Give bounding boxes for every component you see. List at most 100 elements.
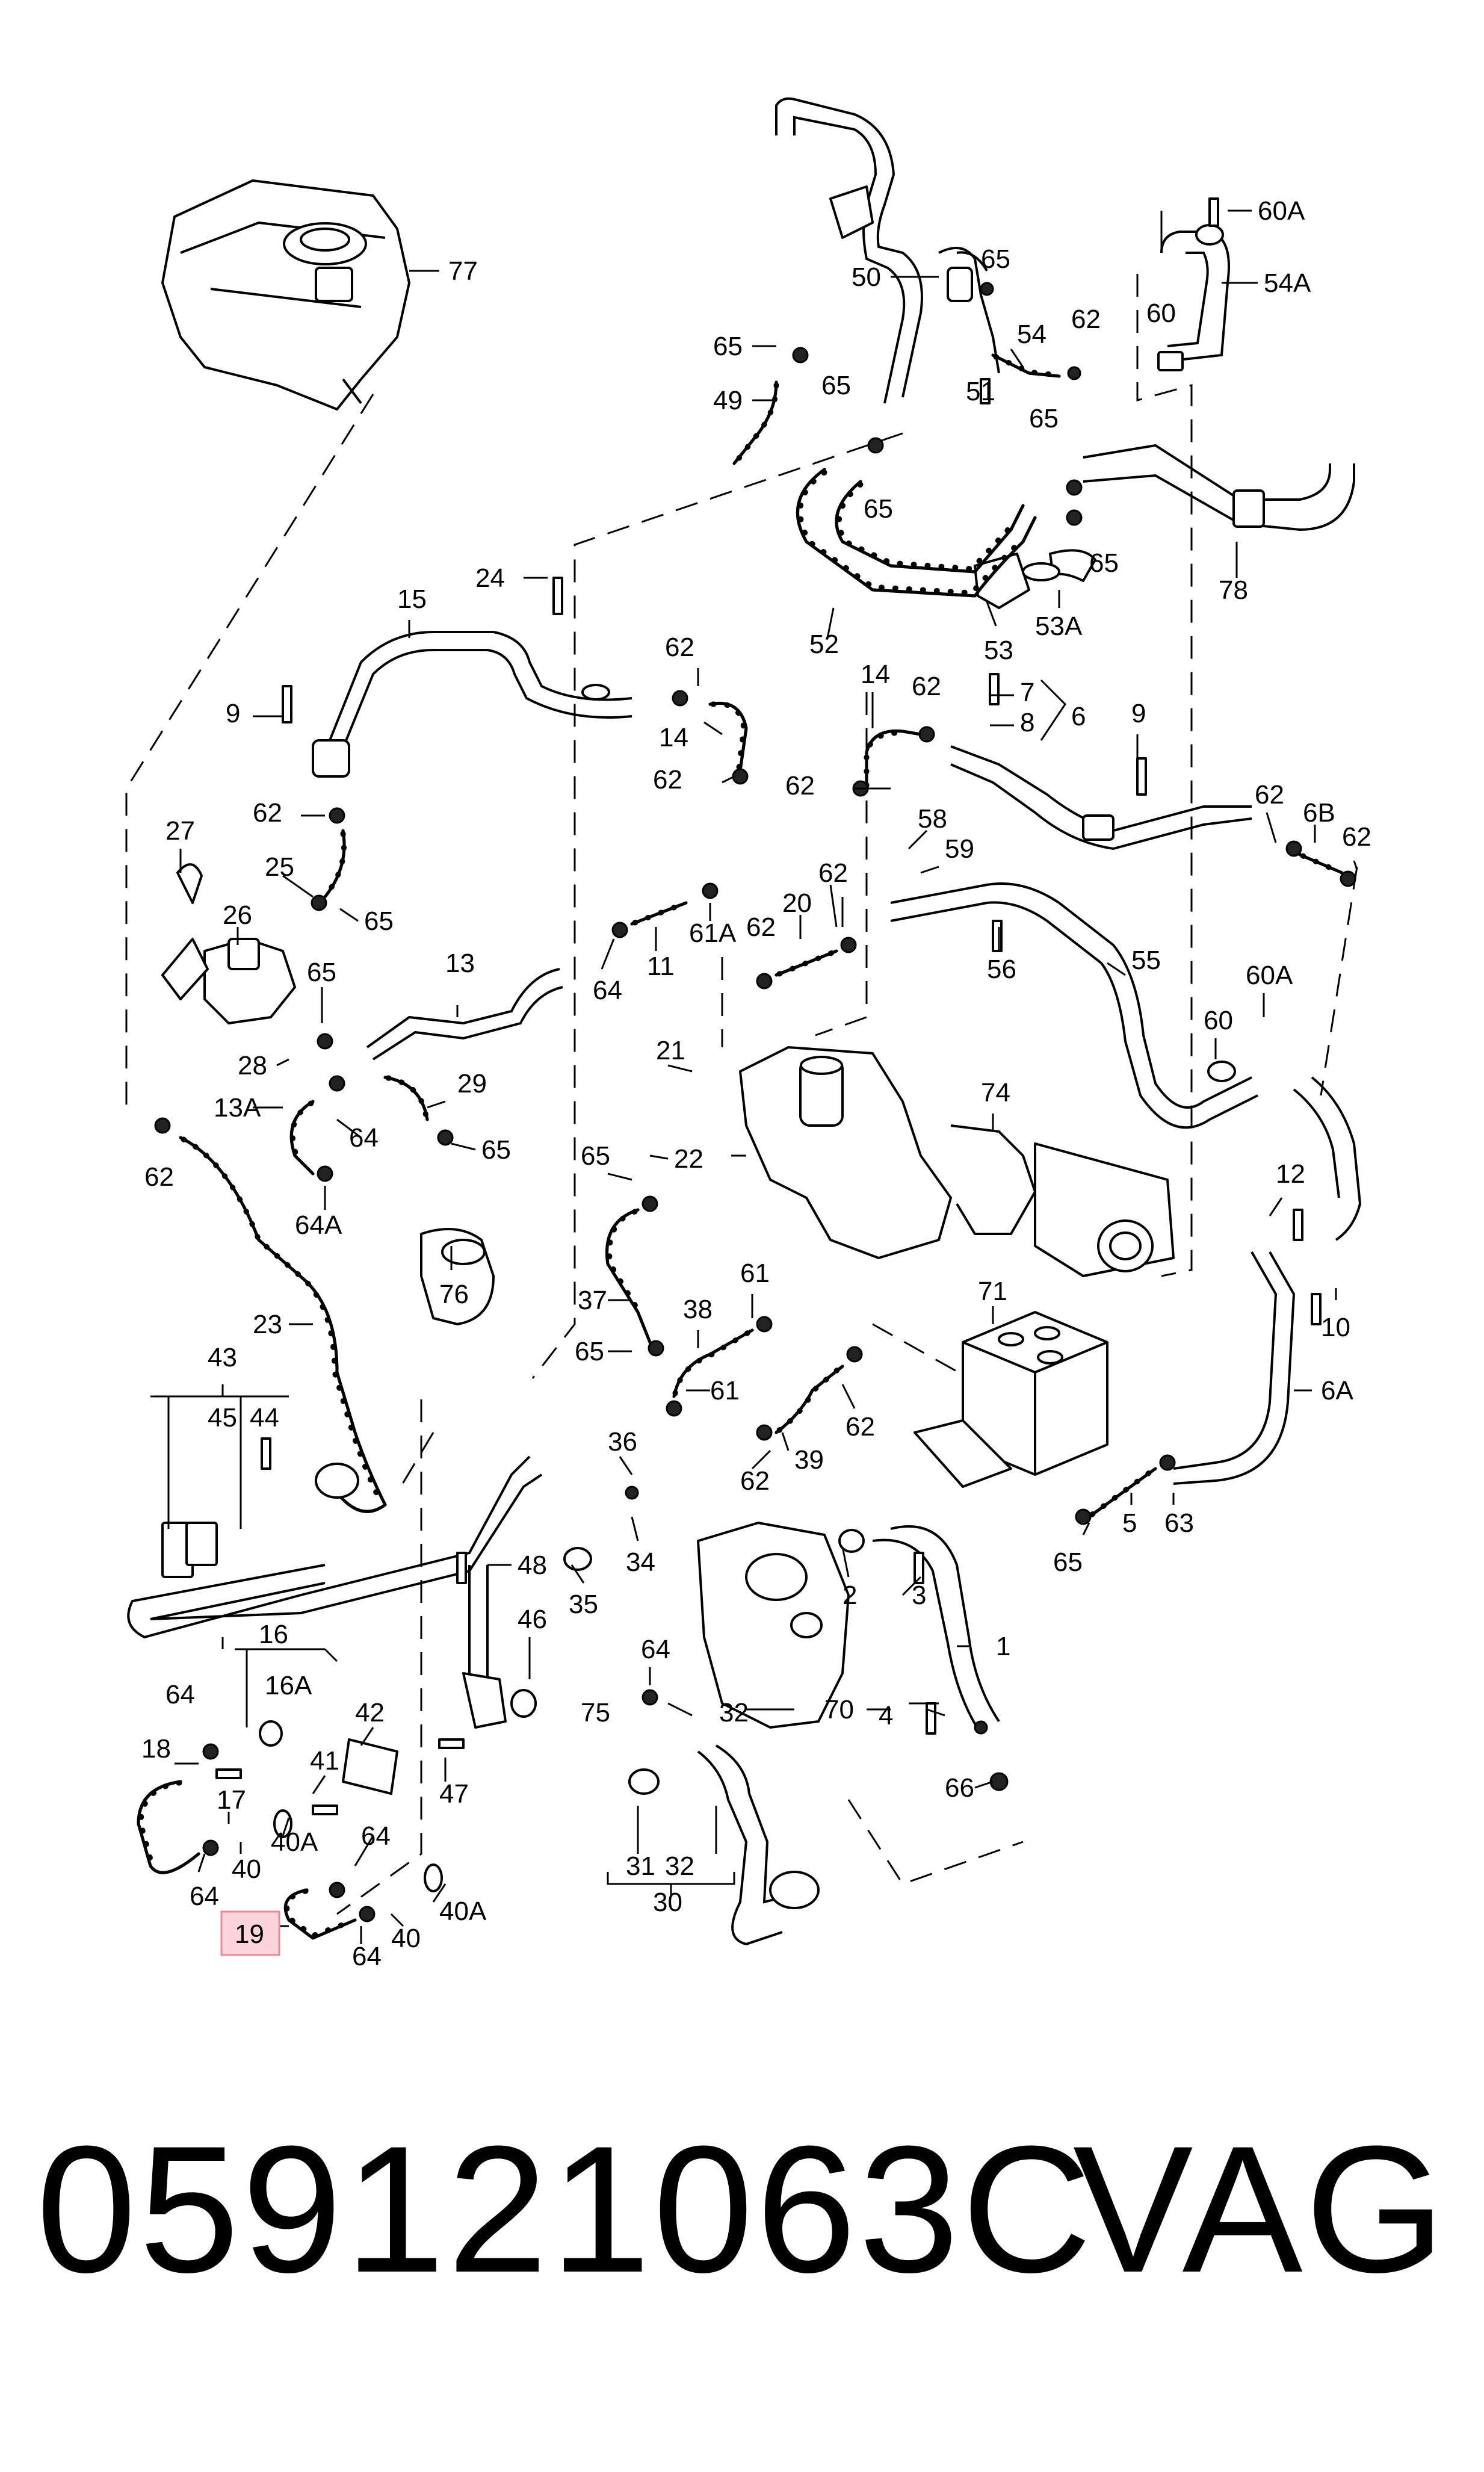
callout-47: 47: [439, 1779, 469, 1809]
callout-64A: 64A: [295, 1210, 342, 1240]
callout-9: 9: [1131, 699, 1146, 728]
callout-12: 12: [1276, 1159, 1305, 1189]
callout-56: 56: [987, 955, 1016, 984]
callout-labels: 77 60A 54A 65 50 60 54 62 65 49 65 51 65…: [141, 196, 1371, 1971]
callout-50: 50: [852, 262, 881, 292]
callout-51: 51: [966, 377, 995, 406]
callout-40A: 40A: [439, 1897, 487, 1926]
callout-25: 25: [265, 852, 294, 882]
callout-23: 23: [253, 1310, 282, 1339]
callout-54: 54: [1017, 320, 1047, 349]
callout-59: 59: [945, 834, 974, 864]
callout-71: 71: [978, 1277, 1007, 1306]
callout-55: 55: [1131, 946, 1161, 975]
callout-65: 65: [981, 244, 1010, 274]
callout-60: 60: [1204, 1006, 1233, 1035]
callout-63: 63: [1164, 1508, 1194, 1538]
callout-13A: 13A: [214, 1093, 261, 1123]
callout-65: 65: [575, 1337, 604, 1366]
callout-53A: 53A: [1035, 612, 1083, 641]
callout-48: 48: [518, 1550, 547, 1580]
callout-74: 74: [981, 1078, 1010, 1107]
callout-70: 70: [824, 1695, 854, 1724]
callout-64: 64: [349, 1123, 379, 1153]
highlight-box-19: [220, 1910, 280, 1956]
components: [161, 863, 1175, 1946]
callout-22: 22: [674, 1144, 703, 1174]
callout-62: 62: [253, 798, 282, 828]
callout-43: 43: [208, 1343, 237, 1372]
callout-62: 62: [1255, 780, 1284, 810]
callout-30: 30: [653, 1888, 682, 1917]
expansion-tank: [161, 179, 410, 410]
callout-19: 19: [235, 1919, 264, 1949]
callout-62: 62: [818, 858, 848, 888]
upper-pipe-assembly: [775, 97, 1355, 609]
callout-40: 40: [391, 1924, 421, 1953]
callout-44: 44: [250, 1403, 279, 1433]
callout-40: 40: [232, 1854, 261, 1884]
callout-41: 41: [310, 1746, 339, 1776]
callout-64: 64: [593, 976, 622, 1005]
callout-60A: 60A: [1258, 196, 1305, 226]
callout-14: 14: [659, 723, 688, 752]
callout-62: 62: [912, 672, 941, 701]
callout-39: 39: [794, 1445, 824, 1475]
callout-62: 62: [653, 765, 682, 795]
callout-61A: 61A: [689, 918, 737, 948]
callout-62: 62: [1071, 305, 1101, 334]
callout-6: 6: [1071, 702, 1086, 731]
callout-62: 62: [746, 912, 776, 942]
callout-27: 27: [165, 816, 195, 846]
callout-65: 65: [481, 1135, 511, 1165]
fabric-hoses: [137, 353, 1344, 1940]
callout-4: 4: [879, 1701, 893, 1730]
callout-65: 65: [1053, 1547, 1083, 1577]
callout-62: 62: [785, 771, 815, 801]
callout-32: 32: [719, 1698, 749, 1727]
callout-35: 35: [569, 1590, 598, 1619]
callout-65: 65: [364, 906, 394, 936]
callout-62: 62: [740, 1466, 770, 1496]
callout-64: 64: [352, 1942, 382, 1971]
callout-1: 1: [996, 1632, 1010, 1661]
brand-name: VAG: [1072, 2108, 1448, 2310]
callout-31: 31: [626, 1851, 655, 1881]
callout-14: 14: [861, 660, 890, 689]
callout-26: 26: [223, 900, 252, 930]
callout-52: 52: [809, 630, 839, 659]
callout-34: 34: [626, 1547, 655, 1577]
callout-62: 62: [846, 1412, 875, 1442]
callout-36: 36: [608, 1427, 637, 1457]
rigid-pipes: [127, 631, 1362, 1703]
callout-17: 17: [217, 1785, 246, 1815]
fasteners-and-clamps: [154, 197, 1356, 1922]
callout-15: 15: [397, 584, 427, 614]
callout-66: 66: [945, 1773, 974, 1803]
callout-65: 65: [821, 371, 851, 400]
callout-16: 16: [259, 1620, 288, 1649]
leader-lines: [150, 209, 1358, 1944]
callout-64: 64: [190, 1882, 219, 1911]
callout-3: 3: [912, 1581, 926, 1610]
callout-65: 65: [581, 1141, 610, 1171]
callout-13: 13: [445, 949, 475, 978]
callout-75: 75: [581, 1698, 610, 1727]
callout-40A: 40A: [271, 1827, 318, 1857]
callout-11: 11: [647, 952, 675, 981]
callout-6A: 6A: [1321, 1376, 1353, 1405]
callout-65: 65: [1029, 404, 1059, 433]
callout-7: 7: [1020, 678, 1034, 707]
callout-65: 65: [864, 494, 893, 524]
callout-77: 77: [448, 256, 478, 286]
callout-29: 29: [457, 1069, 487, 1098]
callout-65: 65: [713, 332, 743, 361]
callout-61: 61: [740, 1259, 770, 1288]
callout-37: 37: [578, 1286, 607, 1315]
callout-78: 78: [1219, 575, 1248, 605]
callout-54A: 54A: [1264, 268, 1311, 298]
callout-9: 9: [226, 699, 240, 728]
callout-76: 76: [439, 1280, 469, 1309]
callout-64: 64: [641, 1635, 670, 1664]
callout-49: 49: [713, 386, 743, 415]
